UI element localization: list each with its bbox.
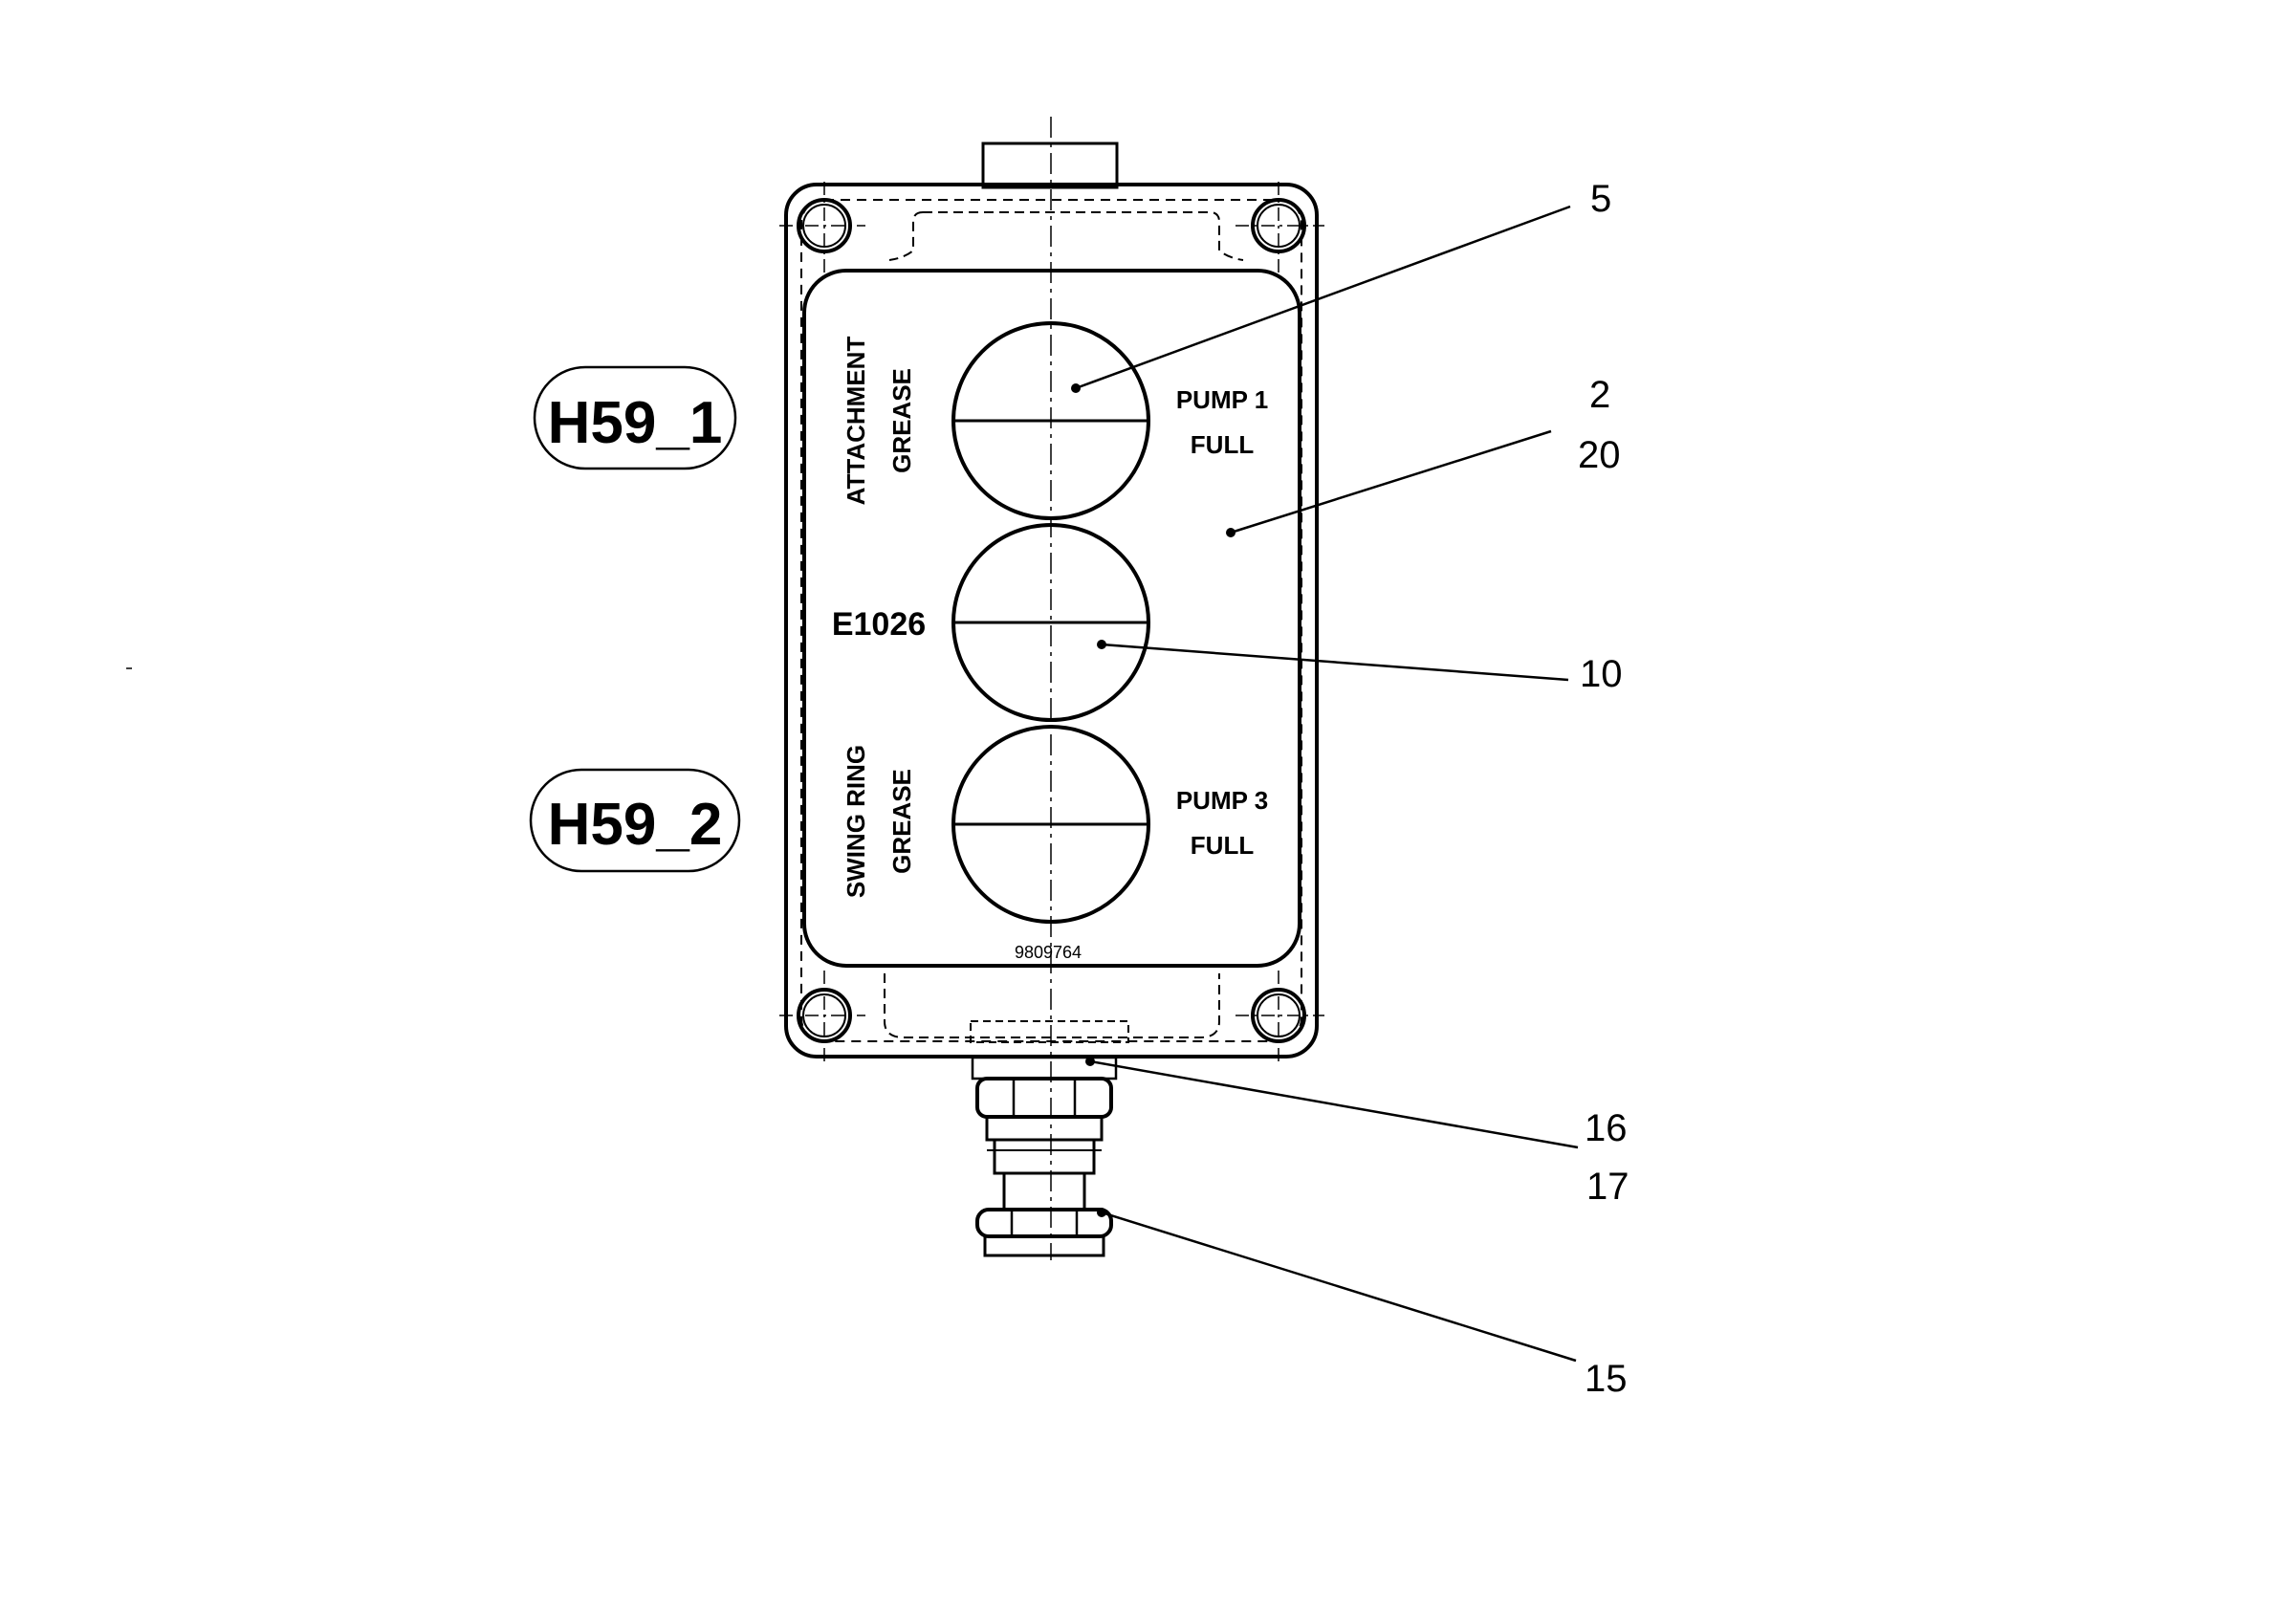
callout-10: 10: [1580, 653, 1623, 695]
tag-h59-1-label: H59_1: [548, 390, 723, 456]
leader-lines: [1071, 205, 1579, 1363]
label-grease-upper: GREASE: [887, 368, 916, 473]
front-plate: [802, 269, 1301, 968]
label-full-lower: FULL: [1191, 831, 1255, 860]
callout-17: 17: [1586, 1166, 1629, 1208]
callout-2: 2: [1589, 374, 1610, 416]
label-pump-1: PUMP 1: [1176, 385, 1268, 414]
label-grease-lower: GREASE: [887, 769, 916, 874]
callout-15: 15: [1585, 1358, 1628, 1400]
tag-h59-1: H59_1: [533, 365, 737, 470]
callout-16: 16: [1585, 1107, 1628, 1149]
cable-gland: [971, 1056, 1118, 1257]
tag-h59-2: H59_2: [529, 768, 741, 873]
callout-20: 20: [1578, 434, 1621, 476]
label-e1026: E1026: [832, 606, 926, 643]
label-attachment: ATTACHMENT: [842, 337, 870, 506]
label-swing-ring: SWING RING: [842, 745, 870, 898]
label-part-number: 9809764: [1015, 943, 1082, 962]
label-pump-3: PUMP 3: [1176, 786, 1268, 815]
hidden-recess-outlines: [884, 211, 1244, 1043]
callout-5: 5: [1590, 178, 1611, 220]
mounting-holes: [779, 182, 1324, 1061]
tag-h59-2-label: H59_2: [548, 792, 723, 858]
top-entry-block: [981, 142, 1119, 189]
label-full-upper: FULL: [1191, 430, 1255, 459]
